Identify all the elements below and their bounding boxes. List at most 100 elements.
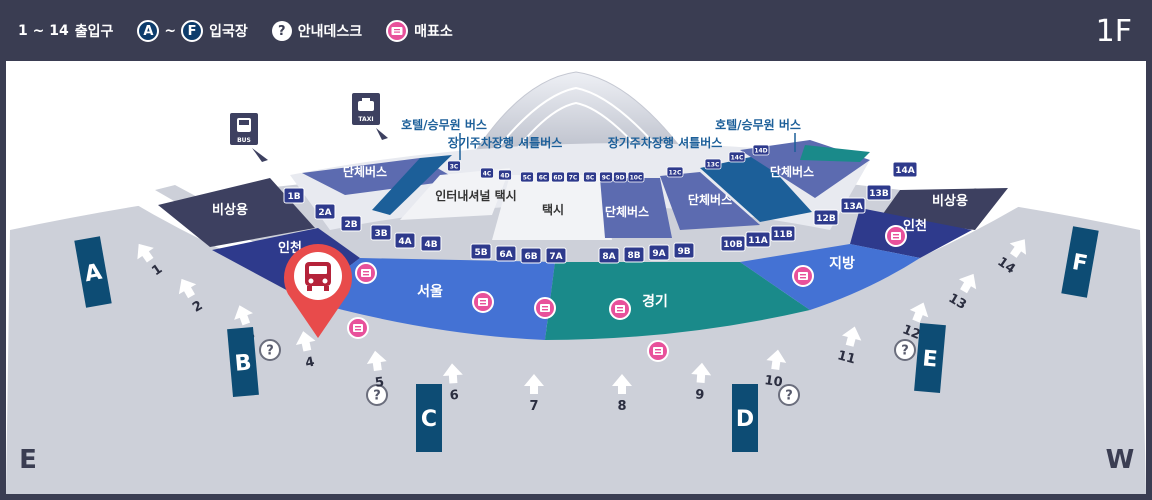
entrance-letter: C — [421, 407, 437, 432]
bus-stop-label: 4A — [398, 237, 411, 247]
bus-stop-label: 6D — [553, 175, 562, 182]
bus-stop-label: 8A — [602, 252, 615, 262]
bus-sign: BUS — [230, 113, 268, 162]
taxi-icon — [358, 98, 374, 111]
exit-7[interactable]: 7 — [524, 374, 544, 414]
ticket-office-icon[interactable] — [472, 291, 494, 313]
arrow-icon — [252, 148, 268, 162]
ticket-office-icon[interactable] — [609, 298, 631, 320]
bus-stop-badge: 5B — [470, 243, 492, 260]
info-desk-icon[interactable]: ? — [259, 339, 281, 361]
entrance-letter: D — [736, 407, 754, 432]
terminal-map-svg: 비상용 비상용 인천 인천 서울 경기 지방 단체버스 단체버스 단체버스 단체… — [6, 71, 1146, 494]
bus-stop-label: 2A — [318, 208, 331, 218]
bus-stop-label: 4D — [500, 173, 509, 180]
exit-number: 8 — [617, 399, 626, 414]
bus-stop-label: 14D — [754, 148, 767, 155]
taxi-sign: TAXI — [352, 93, 388, 140]
bus-stop-badge: 3B — [370, 224, 392, 241]
exit-8[interactable]: 8 — [612, 374, 632, 414]
bus-stop-badge-small: 12C — [666, 166, 684, 178]
exit-11[interactable]: 11 — [835, 324, 865, 368]
entrance-A[interactable]: A — [74, 236, 112, 308]
floor-label: 1F — [1095, 14, 1132, 49]
exit-5[interactable]: 5 — [365, 349, 390, 391]
bus-stop-badge-small: 5C — [520, 171, 534, 183]
exit-4[interactable]: 4 — [293, 329, 321, 372]
entrance-E[interactable]: E — [914, 322, 946, 394]
terminal-map: 비상용 비상용 인천 인천 서울 경기 지방 단체버스 단체버스 단체버스 단체… — [6, 61, 1146, 494]
exit-9[interactable]: 9 — [689, 362, 712, 403]
entrance-letter: B — [234, 350, 253, 376]
legend-entrance-tilde: ~ — [164, 23, 177, 39]
arrow-up-icon — [524, 374, 544, 394]
bus-stop-label: 5C — [523, 175, 532, 182]
label-regional: 지방 — [829, 255, 855, 272]
exit-number: 11 — [836, 348, 857, 367]
bus-stop-label: 4B — [424, 240, 437, 250]
exit-10[interactable]: 10 — [763, 348, 788, 390]
arrow-up-icon — [909, 302, 929, 323]
label-incheon-right: 인천 — [903, 218, 927, 234]
exit-number: 9 — [695, 387, 705, 403]
entrance-B[interactable]: B — [227, 326, 259, 398]
entrance-letter: A — [83, 260, 104, 288]
bus-stop-label: 3C — [450, 164, 459, 171]
exit-6[interactable]: 6 — [442, 363, 465, 404]
info-desk-icon[interactable]: ? — [894, 339, 916, 361]
ticket-office-icon[interactable] — [792, 265, 814, 287]
info-desk-icon[interactable]: ? — [778, 384, 800, 406]
exit-12[interactable]: 12 — [899, 299, 933, 344]
bus-stop-badge-small: 10C — [627, 171, 645, 183]
bus-stop-badge-small: 14C — [728, 151, 746, 163]
dome-stripe — [515, 101, 641, 151]
bus-stop-badge: 12B — [813, 209, 839, 226]
bus-stop-label: 10B — [723, 240, 743, 250]
bus-icon — [237, 118, 251, 132]
ticket-office-icon[interactable] — [534, 297, 556, 319]
exit-number: 10 — [763, 373, 783, 390]
entrance-F[interactable]: F — [1061, 226, 1099, 298]
bus-stop-label: 10C — [630, 175, 643, 182]
zone-incheon-right — [850, 208, 972, 258]
info-desk-icon[interactable]: ? — [366, 384, 388, 406]
ticket-office-icon[interactable] — [347, 317, 369, 339]
ticket-office-icon[interactable] — [355, 262, 377, 284]
arrow-up-icon — [234, 305, 253, 326]
arrow-up-icon — [841, 326, 862, 347]
annotation-hotel-bus-left: 호텔/승무원 버스 — [401, 117, 487, 132]
bus-stop-badge: 8B — [623, 246, 645, 263]
bus-stop-badge-small: 7C — [566, 171, 580, 183]
current-location-pin — [284, 244, 352, 338]
arrow-up-icon — [442, 363, 463, 384]
exit-number: 6 — [449, 388, 459, 404]
legend-ticket-label: 매표소 — [414, 24, 453, 40]
bus-stop-badge-small: 4D — [498, 169, 512, 181]
bus-stop-badge: 11A — [745, 231, 771, 248]
bus-stop-label: 8C — [586, 175, 595, 182]
legend-exits: 1 ~ 14 출입구 — [18, 21, 113, 41]
annotation-parking-shuttle-right: 장기주차장행 셔틀버스 — [608, 135, 723, 150]
bus-stop-label: 11A — [748, 236, 768, 246]
label-group-bus-3: 단체버스 — [688, 192, 732, 207]
direction-east: E — [19, 445, 37, 475]
entrance-D[interactable]: D — [732, 384, 758, 452]
arrow-up-icon — [366, 350, 387, 372]
bus-stop-badge: 2B — [340, 215, 362, 232]
exit-number: 4 — [304, 355, 316, 372]
direction-west: W — [1106, 445, 1135, 475]
bus-stop-label: 12B — [816, 214, 836, 224]
annotation-parking-shuttle-left: 장기주차장행 셔틀버스 — [448, 135, 563, 150]
legend-entrances: A ~ F 입국장 — [137, 20, 248, 42]
legend-info-label: 안내데스크 — [297, 24, 363, 40]
entrance-C[interactable]: C — [416, 384, 442, 452]
entrances: A B C D E F — [74, 226, 1099, 452]
bus-stop-label: 3B — [374, 229, 387, 239]
ticket-office-icon[interactable] — [647, 340, 669, 362]
info-desks: ???? — [259, 339, 916, 406]
ticket-office-icon[interactable] — [885, 225, 907, 247]
bus-stop-label: 12C — [669, 170, 682, 177]
arrow-up-icon — [691, 362, 712, 383]
legend-entrances-label: 입국장 — [209, 24, 248, 40]
